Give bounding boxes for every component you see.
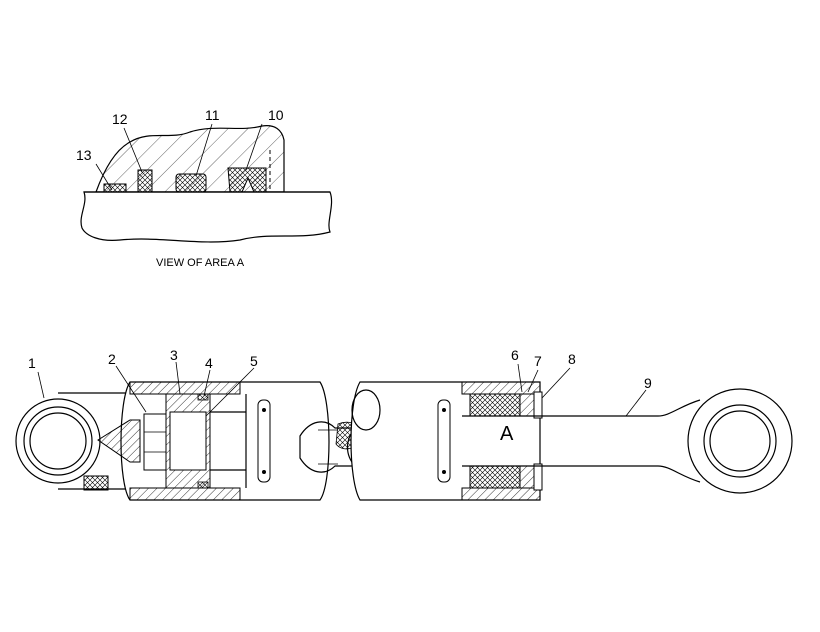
callout-3: 3 [170, 347, 178, 363]
callout-11: 11 [205, 107, 220, 123]
barrel-left [97, 381, 330, 501]
detail-view: 13 12 11 10 VIEW OF AREA A [76, 107, 333, 269]
head-cap [97, 419, 141, 463]
retainer-8 [533, 391, 543, 419]
seal-13 [103, 183, 127, 193]
grease-fitting [83, 475, 109, 491]
callout-2: 2 [108, 351, 116, 367]
callout-6: 6 [511, 347, 519, 363]
cylinder-assembly: A 1 2 3 4 5 6 7 8 9 [15, 347, 793, 501]
barrel-right [350, 381, 543, 501]
callout-8: 8 [568, 351, 576, 367]
callout-9: 9 [644, 375, 652, 391]
detail-caption: VIEW OF AREA A [156, 257, 245, 269]
rod-head-6 [461, 381, 541, 395]
callout-13: 13 [76, 147, 92, 163]
ring-4 [197, 393, 209, 401]
callout-12: 12 [112, 111, 128, 127]
callout-4: 4 [205, 355, 213, 371]
rod-9 [462, 388, 793, 494]
wiper-7 [519, 393, 535, 417]
detail-rod [80, 191, 333, 243]
seal-10 [227, 167, 267, 193]
ring-11 [175, 173, 207, 193]
head-eye-1 [15, 392, 141, 491]
nut-2 [143, 413, 167, 471]
area-a-marker: A [500, 423, 514, 445]
callout-1: 1 [28, 355, 36, 371]
callout-5: 5 [250, 353, 258, 369]
callout-7: 7 [534, 353, 542, 369]
seal-12 [137, 169, 153, 193]
callout-10: 10 [268, 107, 284, 123]
